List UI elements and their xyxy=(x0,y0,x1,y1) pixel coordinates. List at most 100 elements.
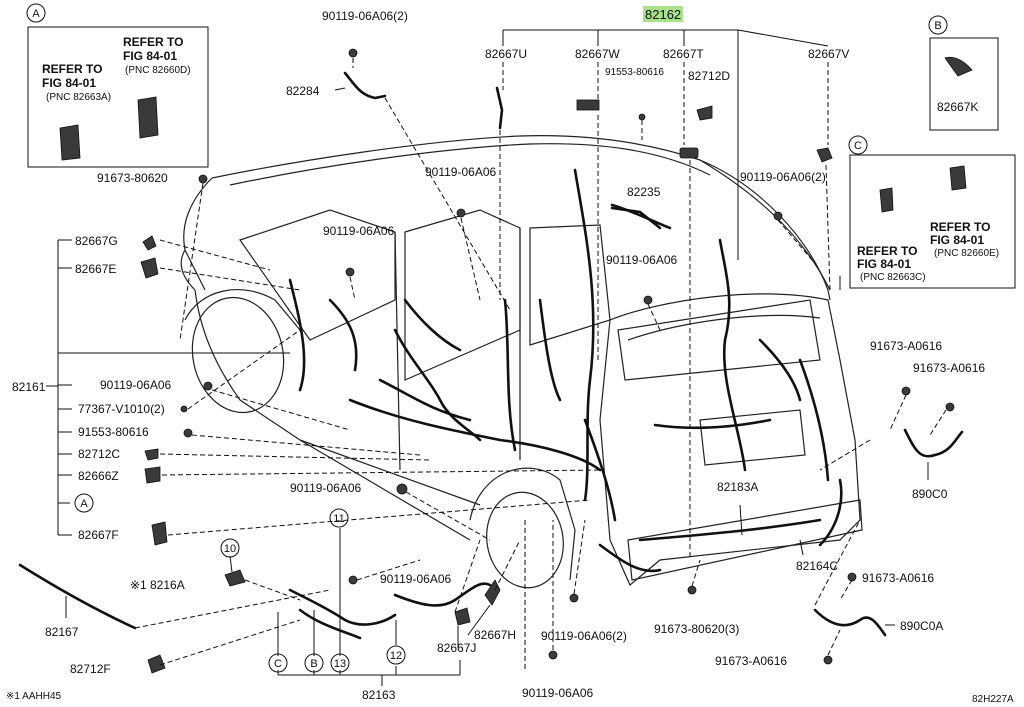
label-82284[interactable]: 82284 xyxy=(286,84,320,98)
label-82162[interactable]: 82162 xyxy=(645,7,681,22)
part-82712D-icon xyxy=(696,105,713,121)
label-91673-a[interactable]: 91673-A0616 xyxy=(870,339,942,353)
label-82183A[interactable]: 82183A xyxy=(717,480,758,494)
box-c-ref1-line2: FIG 84-01 xyxy=(857,257,911,271)
leader-lines xyxy=(46,29,947,686)
part-82667E-icon xyxy=(140,257,159,279)
part-82667W-icon xyxy=(576,99,600,111)
part-82667F-icon xyxy=(151,521,168,546)
part-box-a-2-icon xyxy=(137,96,159,139)
label-91673-b[interactable]: 91673-A0616 xyxy=(913,361,985,375)
label-82167[interactable]: 82167 xyxy=(45,625,79,639)
label-8216A[interactable]: 8216A xyxy=(150,578,185,592)
bolt-91673-80620-3-icon xyxy=(687,585,697,595)
harness-routing xyxy=(18,71,964,640)
label-82712F[interactable]: 82712F xyxy=(70,662,111,676)
label-90119-low[interactable]: 90119-06A06 xyxy=(290,481,362,495)
label-90119-bot[interactable]: 90119-06A06 xyxy=(522,686,594,700)
bolt-91673-b-icon xyxy=(945,402,955,412)
label-90119-top[interactable]: 90119-06A06(2) xyxy=(322,9,408,23)
label-82161[interactable]: 82161 xyxy=(12,380,46,394)
label-82667F[interactable]: 82667F xyxy=(78,528,119,542)
label-82667J[interactable]: 82667J xyxy=(437,641,476,655)
label-890C0[interactable]: 890C0 xyxy=(912,487,948,501)
label-82667V[interactable]: 82667V xyxy=(808,47,849,61)
label-91553-top[interactable]: 91553-80616 xyxy=(605,67,664,78)
part-82667H-icon xyxy=(484,579,501,606)
marker-10: 10 xyxy=(224,543,236,555)
bolt-90119-right-icon xyxy=(773,211,783,221)
box-b-letter: B xyxy=(934,20,941,32)
inset-box-b: B 82667K xyxy=(928,15,999,131)
figure-code: 82H227A xyxy=(972,694,1014,705)
label-90119-harness[interactable]: 90119-06A06 xyxy=(380,572,452,586)
box-c-ref1-line1: REFER TO xyxy=(857,244,917,258)
label-82667U[interactable]: 82667U xyxy=(485,47,527,61)
bolt-91673-d-icon xyxy=(823,655,833,665)
parts-icons xyxy=(59,48,973,674)
bolt-90119-bot-icon xyxy=(548,650,558,660)
part-box-a-1-icon xyxy=(59,124,81,161)
label-90119-mid1[interactable]: 90119-06A06 xyxy=(425,165,497,179)
bolt-90119-low-icon xyxy=(396,483,408,495)
label-82667W[interactable]: 82667W xyxy=(575,47,620,61)
bolt-90119-harn-icon xyxy=(348,575,358,585)
part-labels: 82162 90119-06A06(2) 82667U 82667W 82667… xyxy=(12,6,985,702)
part-82666Z-icon xyxy=(144,466,161,484)
inset-box-c: C REFER TO FIG 84-01 (PNC 82663C) REFER … xyxy=(848,135,1016,289)
label-82667E[interactable]: 82667E xyxy=(75,262,116,276)
box-c-ref1-line3: (PNC 82663C) xyxy=(860,272,926,283)
box-c-ref2-line1: REFER TO xyxy=(930,220,990,234)
circle-markers: A 11 10 C B 13 12 xyxy=(74,493,406,673)
bolt-90119-mid3-icon xyxy=(643,295,653,305)
label-82667T[interactable]: 82667T xyxy=(663,47,704,61)
highlight-82162 xyxy=(643,6,683,22)
label-77367[interactable]: 77367-V1010(2) xyxy=(78,402,165,416)
label-82667G[interactable]: 82667G xyxy=(75,234,118,248)
label-82235[interactable]: 82235 xyxy=(627,185,661,199)
label-90119-mid2[interactable]: 90119-06A06 xyxy=(323,224,395,238)
marker-c: C xyxy=(274,658,282,670)
part-82712F-icon xyxy=(147,654,166,674)
bolt-90119-mid2-icon xyxy=(345,267,355,277)
label-91673-c[interactable]: 91673-A0616 xyxy=(862,571,934,585)
label-82712C[interactable]: 82712C xyxy=(78,447,120,461)
box-a-letter: A xyxy=(32,8,40,20)
label-91673-d[interactable]: 91673-A0616 xyxy=(715,654,787,668)
label-8216A-mark: ※1 xyxy=(130,578,147,592)
marker-11: 11 xyxy=(333,513,344,525)
label-82163[interactable]: 82163 xyxy=(362,688,396,702)
label-91673-80620[interactable]: 91673-80620 xyxy=(97,171,168,185)
box-a-ref2-line3: (PNC 82660D) xyxy=(125,65,191,76)
marker-12: 12 xyxy=(390,650,402,662)
label-90119-right[interactable]: 90119-06A06(2) xyxy=(740,170,826,184)
marker-b: B xyxy=(310,658,317,670)
bolt-91673-c-icon xyxy=(847,572,857,582)
label-82164C[interactable]: 82164C xyxy=(796,559,838,573)
clip-77367-icon xyxy=(180,405,188,413)
label-91673-80620-3[interactable]: 91673-80620(3) xyxy=(654,622,739,636)
box-c-ref2-line2: FIG 84-01 xyxy=(930,233,984,247)
box-c-letter: C xyxy=(854,140,862,152)
bolt-91673-80620-icon xyxy=(198,174,208,184)
label-82667H[interactable]: 82667H xyxy=(474,628,516,642)
vehicle-body-outline xyxy=(180,135,863,589)
bolt-91553-top-icon xyxy=(638,113,646,121)
label-890C0A[interactable]: 890C0A xyxy=(900,619,943,633)
box-a-ref1-line3: (PNC 82663A) xyxy=(46,92,111,103)
label-82666Z[interactable]: 82666Z xyxy=(78,469,119,483)
label-82712D[interactable]: 82712D xyxy=(688,69,730,83)
label-90119-mid3[interactable]: 90119-06A06 xyxy=(606,253,678,267)
bolt-90119-top-icon xyxy=(348,48,358,58)
label-90119-bot2[interactable]: 90119-06A06(2) xyxy=(541,629,627,643)
bolt-90119-left-icon xyxy=(203,381,213,391)
box-a-ref1-line2: FIG 84-01 xyxy=(42,76,96,90)
label-82667K: 82667K xyxy=(937,100,978,114)
inset-box-a: A REFER TO FIG 84-01 (PNC 82663A) REFER … xyxy=(26,3,209,168)
label-91553-left[interactable]: 91553-80616 xyxy=(78,425,149,439)
bolt-91553-left-icon xyxy=(183,428,193,438)
part-box-c-1-icon xyxy=(879,187,894,213)
label-90119-left[interactable]: 90119-06A06 xyxy=(100,378,172,392)
